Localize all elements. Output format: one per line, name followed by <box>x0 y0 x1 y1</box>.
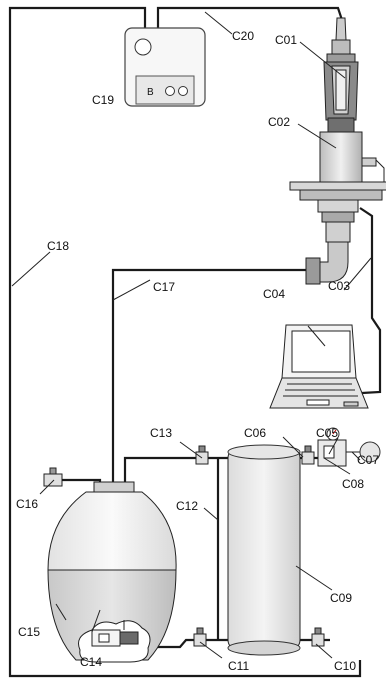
controller-unit: B <box>124 27 206 107</box>
pressure-gauge <box>317 427 381 467</box>
valve-c06 <box>301 445 315 465</box>
label-c12: C12 <box>176 499 198 513</box>
label-c05: C05 <box>316 426 338 440</box>
storage-barrel <box>47 481 177 663</box>
separation-column <box>227 444 301 656</box>
valve-c11 <box>193 627 207 647</box>
valve-c16 <box>43 467 80 487</box>
label-c06: C06 <box>244 426 266 440</box>
laptop <box>269 324 369 409</box>
label-c02: C02 <box>268 115 290 129</box>
pump-unit-window <box>98 633 110 643</box>
label-c14: C14 <box>80 655 102 669</box>
label-c16: C16 <box>16 497 38 511</box>
controller-cable <box>156 6 344 28</box>
label-c01: C01 <box>275 33 297 47</box>
reactor-vessel <box>289 131 386 285</box>
label-c11: C11 <box>228 659 249 673</box>
controller-button-2 <box>178 86 188 96</box>
label-c09: C09 <box>330 591 352 605</box>
valve-c10 <box>311 627 325 647</box>
label-c15: C15 <box>18 625 40 639</box>
controller-button-1 <box>165 86 175 96</box>
label-c04: C04 <box>263 287 285 301</box>
outer-loop-cable <box>8 6 362 678</box>
pump-motor <box>119 631 139 645</box>
leader-lines <box>11 11 372 659</box>
label-c13: C13 <box>150 426 172 440</box>
probe-assembly <box>323 17 359 135</box>
laptop-cable <box>359 207 382 395</box>
feed-pipe-top <box>123 456 228 482</box>
label-c10: C10 <box>334 659 356 673</box>
label-c03: C03 <box>328 279 350 293</box>
label-c17: C17 <box>153 280 175 294</box>
label-c08: C08 <box>342 477 364 491</box>
outlet-pipe <box>111 268 310 482</box>
label-c07: C07 <box>357 453 379 467</box>
label-c19: C19 <box>92 93 114 107</box>
controller-display-letter: B <box>147 87 154 98</box>
label-c20: C20 <box>232 29 254 43</box>
feed-pipe-bottom <box>150 638 228 649</box>
controller-knob <box>134 38 152 56</box>
label-c18: C18 <box>47 239 69 253</box>
